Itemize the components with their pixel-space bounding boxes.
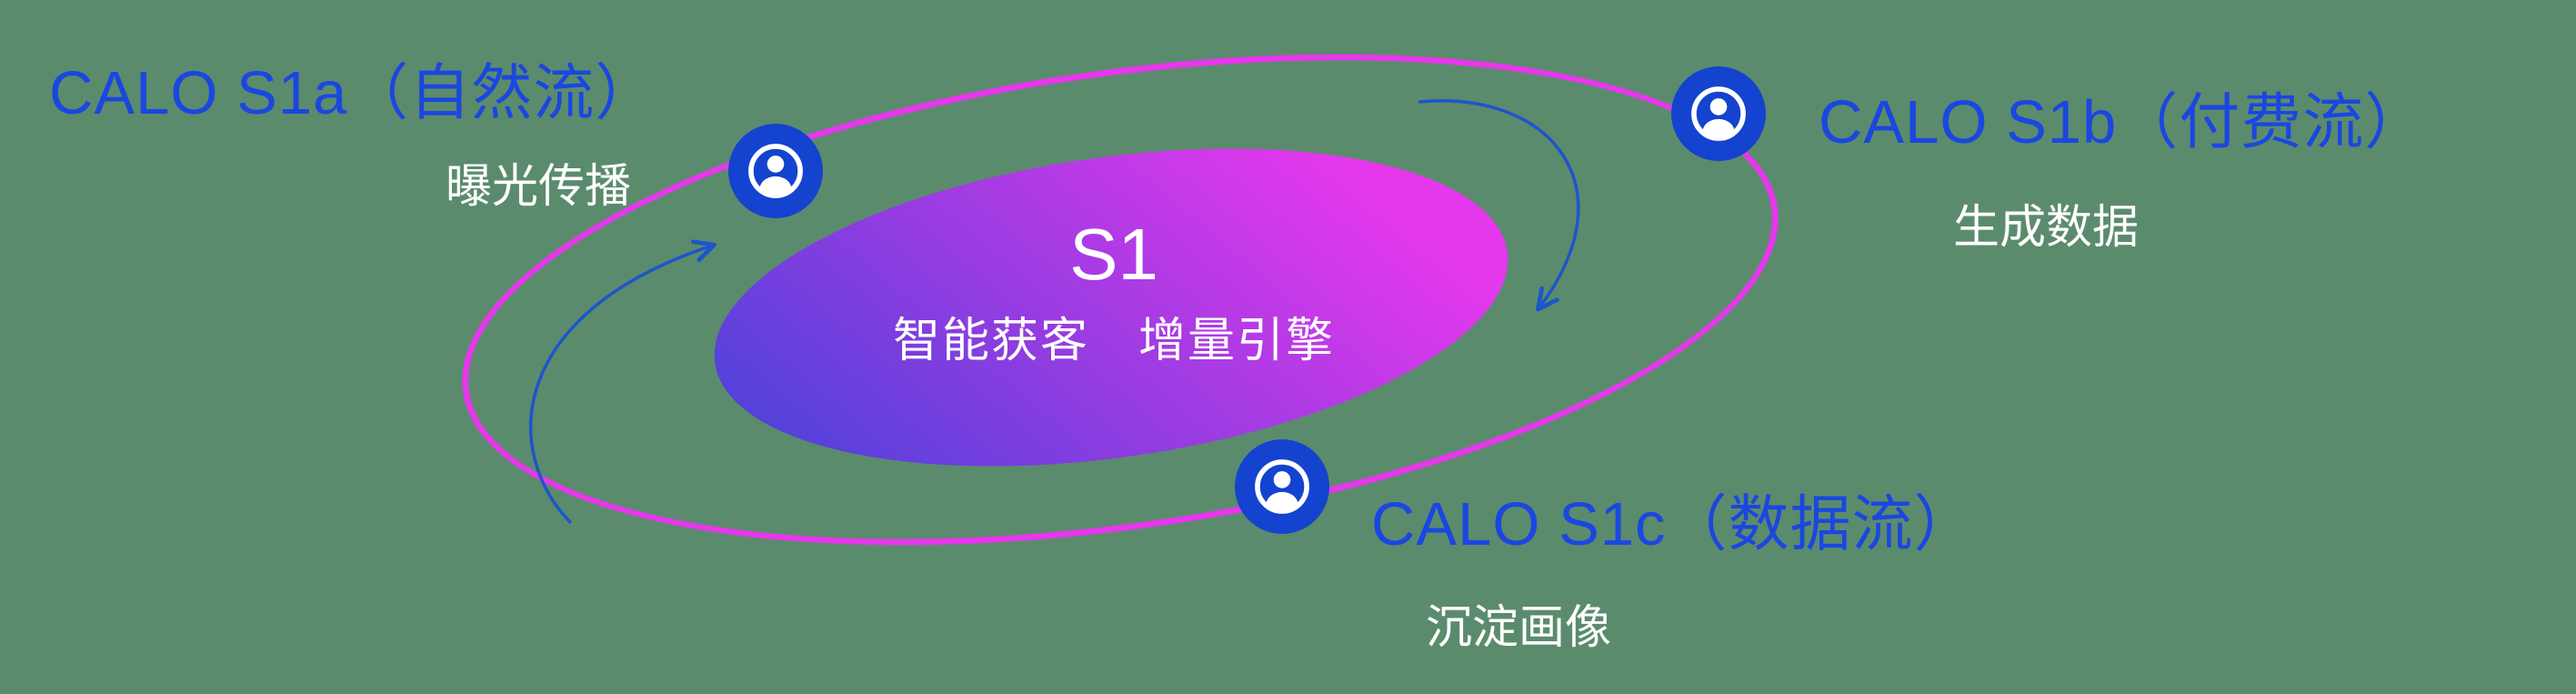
label-s1c-subtitle: 沉淀画像 xyxy=(1426,601,1612,653)
center-text: S1 智能获客 增量引擎 xyxy=(818,215,1409,370)
center-subtitle: 智能获客 增量引擎 xyxy=(892,315,1335,367)
label-s1c-title: CALO S1c（数据流） xyxy=(1371,490,1976,558)
label-s1b-title: CALO S1b（付费流） xyxy=(1819,88,2427,156)
node-s1a-badge xyxy=(728,124,823,218)
node-s1c-badge xyxy=(1235,439,1329,534)
label-s1a-title: CALO S1a（自然流） xyxy=(49,59,657,127)
person-circle-icon xyxy=(1235,439,1329,534)
label-s1a-subtitle: 曝光传播 xyxy=(446,160,632,212)
arrow-left-up-icon xyxy=(528,239,717,525)
center-title: S1 xyxy=(1069,214,1158,295)
arrow-right-down-icon xyxy=(1418,99,1580,312)
node-s1b-badge xyxy=(1671,66,1766,161)
label-s1b-subtitle: 生成数据 xyxy=(1953,201,2140,253)
person-circle-icon xyxy=(1671,66,1766,161)
person-circle-icon xyxy=(728,124,823,218)
